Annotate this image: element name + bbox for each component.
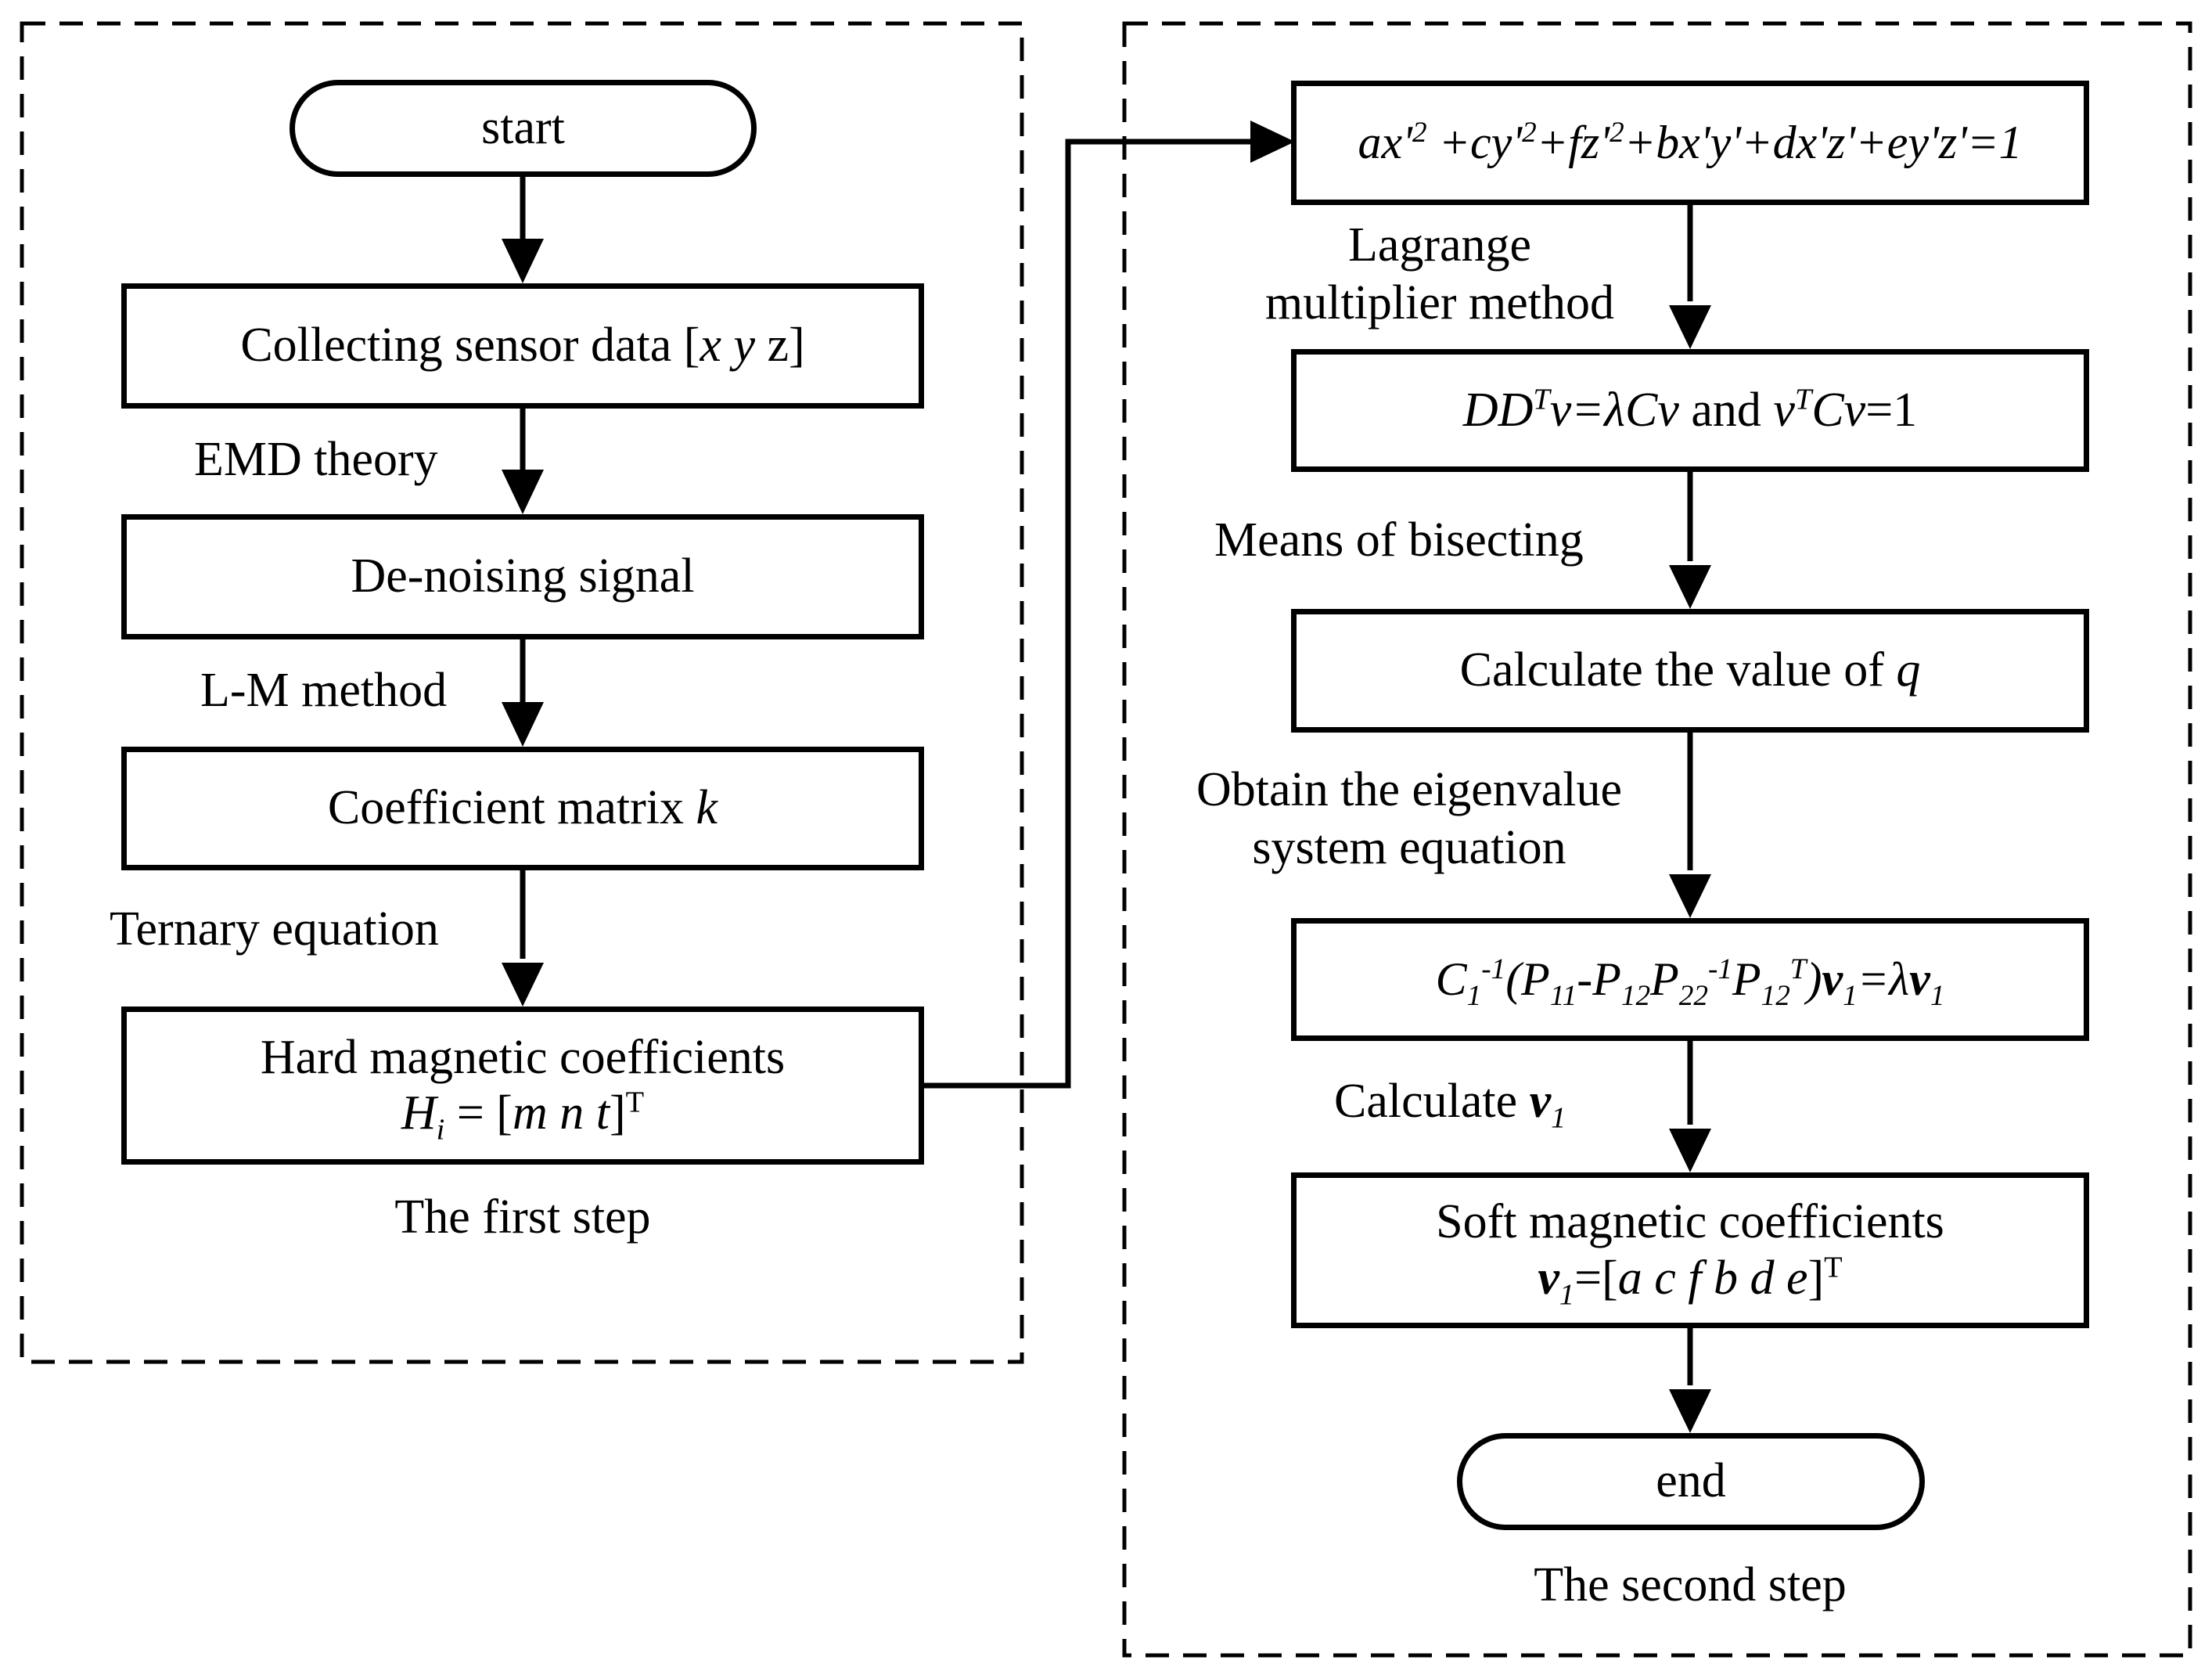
lagrange-label: Lagrange multiplier method: [1205, 216, 1674, 333]
ternary-equation-label: Ternary equation: [110, 902, 439, 956]
arrowhead-hard-to-ellipsoid: [1250, 121, 1295, 163]
arrowhead-start-to-collect: [502, 239, 544, 283]
arrowhead-coef-to-hard: [502, 963, 544, 1007]
hard-magnetic-formula: Hi = [m n t]T: [401, 1086, 645, 1147]
hard-magnetic-title: Hard magnetic coefficients: [260, 1030, 786, 1084]
start-terminal: start: [290, 80, 757, 177]
collect-data-box: Collecting sensor data [x y z]: [121, 283, 924, 409]
soft-magnetic-formula: v1=[a c f b d e]T: [1538, 1250, 1843, 1311]
arrow-hard-to-ellipsoid: [922, 139, 1256, 1089]
bisecting-label: Means of bisecting: [1214, 513, 1584, 567]
coefficient-matrix-label: Coefficient matrix k: [327, 781, 718, 835]
arrowhead-calcq-to-eig: [1669, 874, 1711, 918]
step1-frame: [20, 21, 1024, 1364]
hard-magnetic-box: Hard magnetic coefficients Hi = [m n t]T: [121, 1007, 924, 1165]
ellipsoid-equation: ax'2 +cy'2+fz'2+bx'y'+dx'z'+ey'z'=1: [1358, 117, 2023, 168]
soft-magnetic-title: Soft magnetic coefficients: [1436, 1195, 1944, 1249]
collect-data-label: Collecting sensor data [x y z]: [240, 319, 805, 373]
dd-equation: DDTv=λCv and vTCv=1: [1462, 383, 1918, 437]
dd-equation-box: DDTv=λCv and vTCv=1: [1291, 349, 2089, 472]
arrowhead-soft-to-end: [1669, 1389, 1711, 1433]
end-label: end: [1656, 1454, 1726, 1508]
step2-frame: [1122, 21, 2192, 1658]
lagrange-line-2: multiplier method: [1265, 276, 1614, 330]
calculate-q-label: Calculate the value of q: [1459, 643, 1921, 697]
arrowhead-eig-to-soft: [1669, 1129, 1711, 1172]
arrowhead-collect-to-denoise: [502, 470, 544, 514]
denoise-box: De-noising signal: [121, 514, 924, 639]
eigen-equation: C1-1(P11-P12P22-1P12T)v1=λv1: [1435, 953, 1945, 1012]
lagrange-line-1: Lagrange: [1347, 218, 1532, 272]
denoise-label: De-noising signal: [351, 549, 695, 603]
eigenvalue-line-2: system equation: [1252, 821, 1566, 875]
calculate-q-box: Calculate the value of q: [1291, 609, 2089, 733]
calculate-v1-label: Calculate v1: [1334, 1075, 1566, 1135]
arrowhead-ellipsoid-to-dd: [1669, 305, 1711, 349]
eigenvalue-label: Obtain the eigenvalue system equation: [1124, 761, 1695, 877]
arrowhead-dd-to-calcq: [1669, 565, 1711, 609]
emd-theory-label: EMD theory: [194, 433, 438, 486]
soft-magnetic-box: Soft magnetic coefficients v1=[a c f b d…: [1291, 1172, 2089, 1328]
first-step-caption: The first step: [394, 1190, 651, 1244]
coefficient-matrix-box: Coefficient matrix k: [121, 747, 924, 870]
ellipsoid-equation-box: ax'2 +cy'2+fz'2+bx'y'+dx'z'+ey'z'=1: [1291, 81, 2089, 205]
eigen-equation-box: C1-1(P11-P12P22-1P12T)v1=λv1: [1291, 918, 2089, 1041]
arrowhead-denoise-to-coef: [502, 702, 544, 747]
lm-method-label: L-M method: [200, 664, 448, 717]
end-terminal: end: [1457, 1433, 1925, 1530]
start-label: start: [481, 101, 565, 155]
eigenvalue-line-1: Obtain the eigenvalue: [1196, 763, 1622, 816]
second-step-caption: The second step: [1534, 1558, 1847, 1612]
